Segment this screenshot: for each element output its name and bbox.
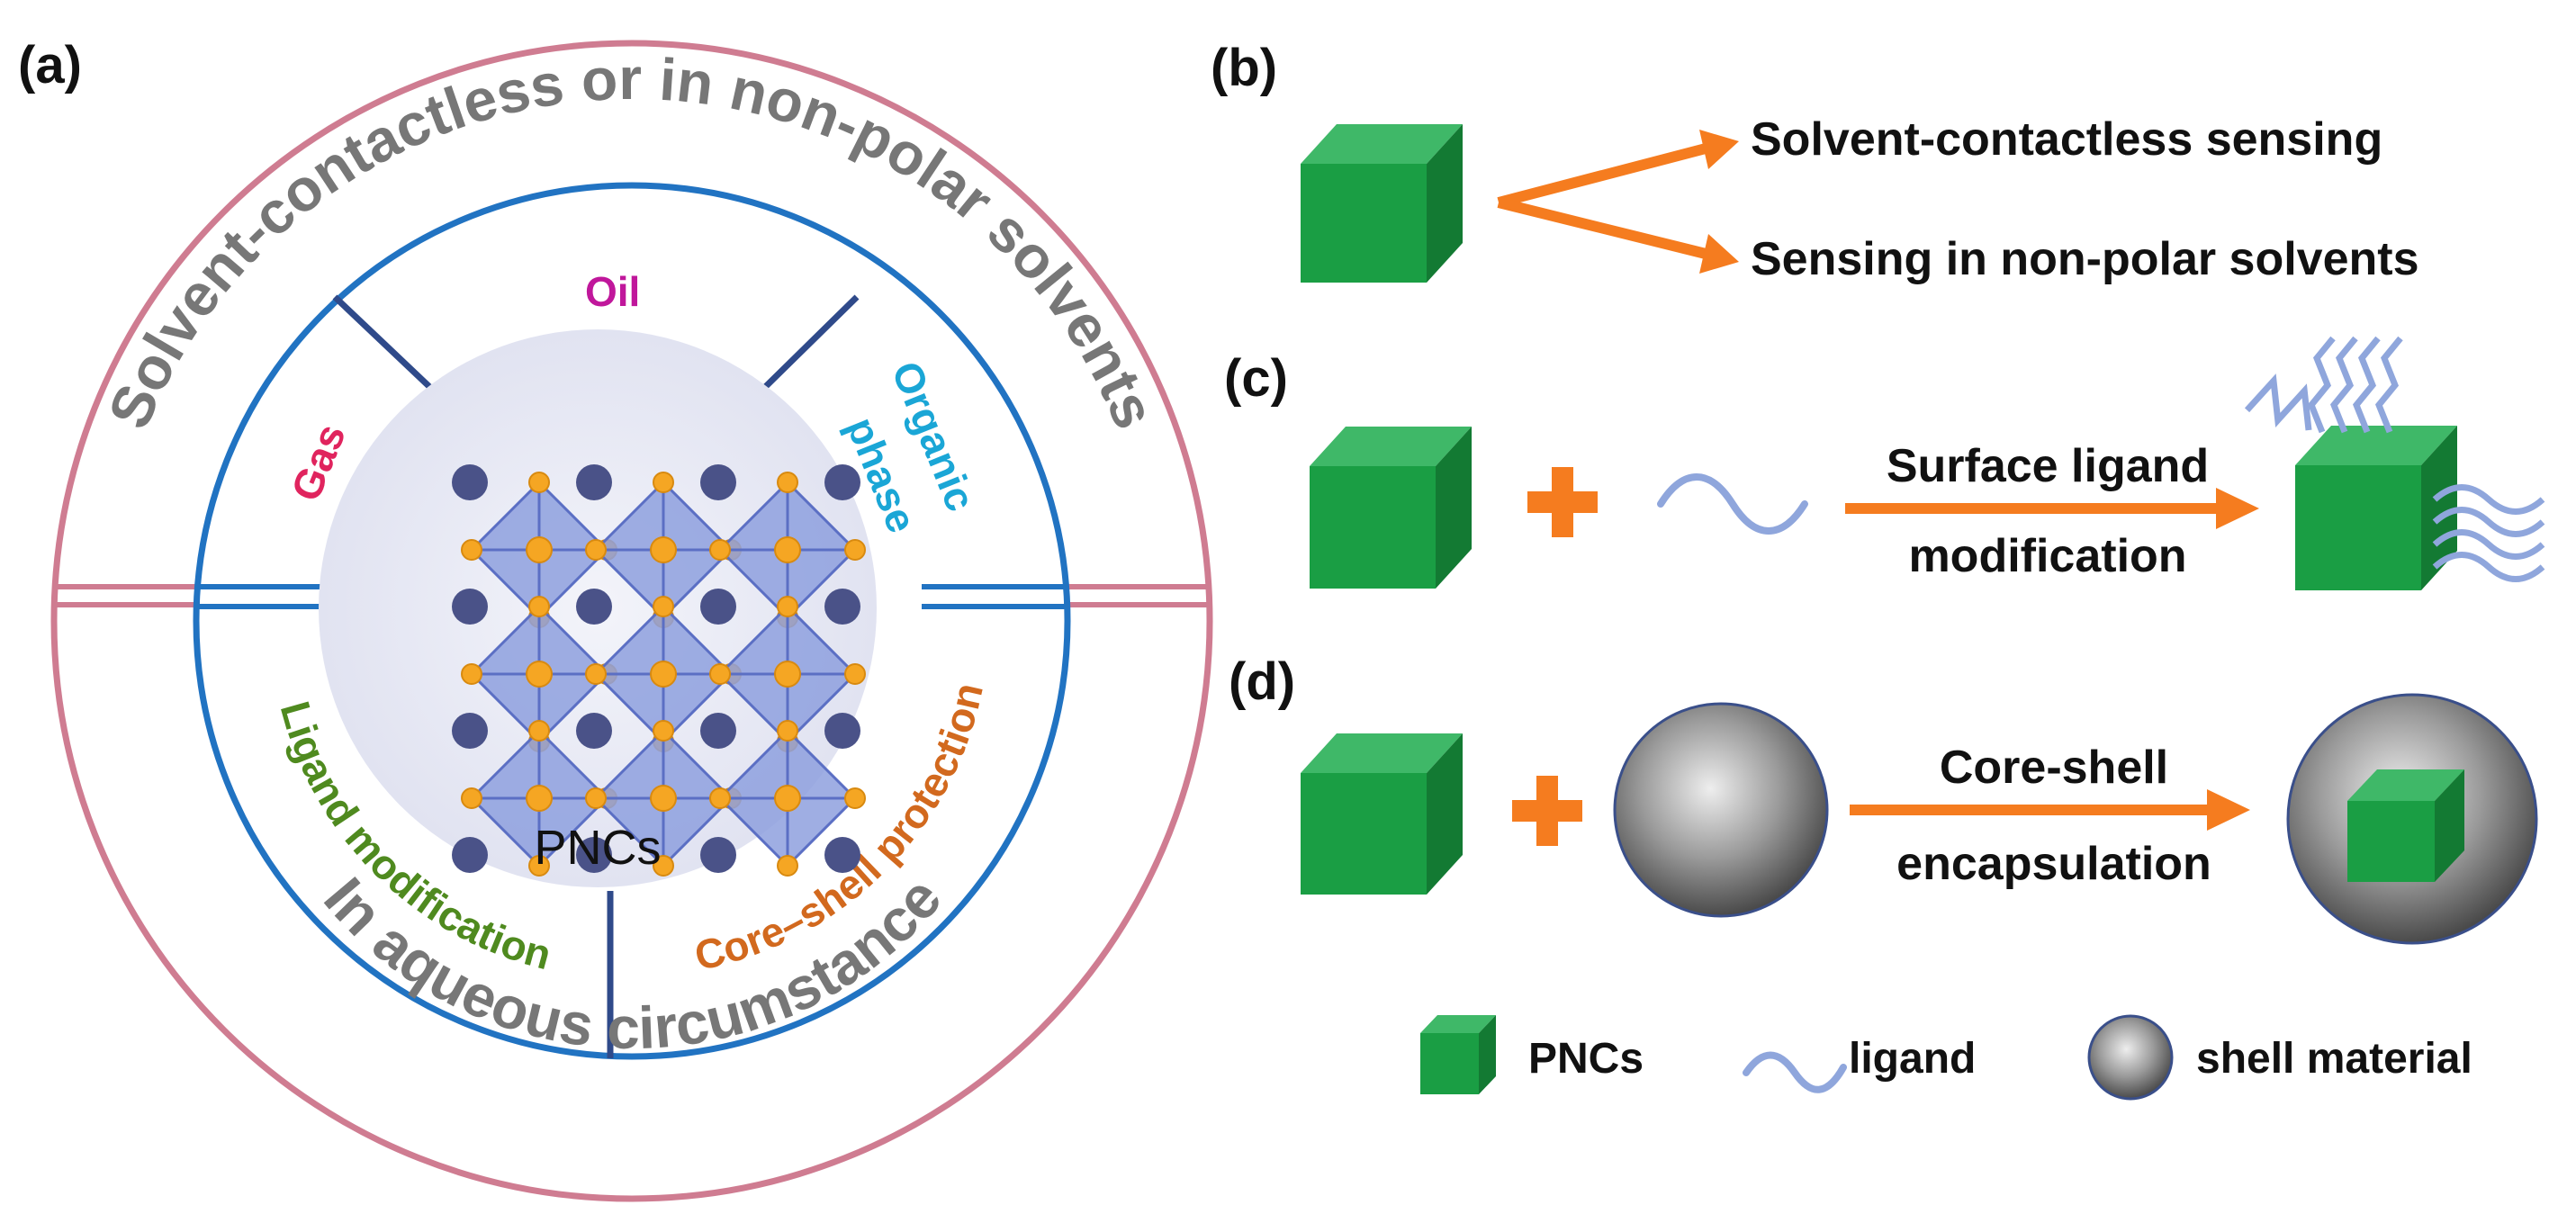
legend-cube-icon <box>1420 1015 1496 1094</box>
arrow-c <box>1845 488 2259 529</box>
a-site-atom <box>700 464 736 500</box>
pncs-cube-c <box>1310 427 1472 589</box>
spoke-right <box>753 294 860 399</box>
inner-ring <box>193 182 1071 1060</box>
a-site-atom <box>824 589 860 625</box>
arrow-d <box>1850 789 2250 831</box>
panel-c: (c) Surface ligand modification <box>1224 336 2545 590</box>
b-site-atom <box>526 536 553 563</box>
a-site-atom <box>452 464 488 500</box>
pncs-cube-d <box>1301 733 1463 895</box>
legend-ligand-icon <box>1743 1051 1847 1093</box>
ligand-wave-icon <box>1657 473 1808 535</box>
a-site-atom <box>452 589 488 625</box>
a-site-atom <box>700 837 736 873</box>
a-site-atom <box>576 713 612 749</box>
outer-divider <box>56 584 1208 607</box>
c-arrow-text-2: modification <box>1908 530 2186 582</box>
pncs-cube-b <box>1301 124 1463 283</box>
ligand-chains-side-group <box>2432 484 2545 582</box>
x-site-atom <box>844 663 866 685</box>
a-site-atom <box>824 713 860 749</box>
a-site-atom <box>824 464 860 500</box>
x-site-atom <box>709 787 731 809</box>
a-site-atom <box>700 713 736 749</box>
legend-ligand-label: ligand <box>1849 1035 1976 1083</box>
a-site-atom <box>576 589 612 625</box>
legend: PNCs ligand shell material <box>1420 1014 2472 1101</box>
a-site-atom <box>824 837 860 873</box>
plus-icon-c <box>1527 467 1598 537</box>
legend-shell-label: shell material <box>2196 1035 2472 1083</box>
x-site-atom <box>777 472 798 493</box>
x-site-atom <box>777 855 798 877</box>
x-site-atom <box>461 663 482 685</box>
core-shell-particle <box>2286 693 2538 945</box>
x-site-atom <box>777 596 798 617</box>
a-site-atom <box>700 589 736 625</box>
x-site-atom <box>844 787 866 809</box>
x-site-atom <box>653 472 674 493</box>
segment-oil: Oil <box>585 268 640 315</box>
d-arrow-text-2: encapsulation <box>1896 838 2211 890</box>
panel-a-label: (a) <box>18 36 82 94</box>
a-site-atom <box>452 713 488 749</box>
outer-ring <box>50 40 1213 1202</box>
x-site-atom <box>653 596 674 617</box>
x-site-atom <box>844 539 866 561</box>
b-site-atom <box>774 785 801 812</box>
d-arrow-text-1: Core-shell <box>1940 742 2168 794</box>
inner-divider <box>196 584 1067 609</box>
panel-d-label: (d) <box>1229 652 1295 711</box>
x-site-atom <box>777 720 798 742</box>
panel-c-label: (c) <box>1224 349 1288 408</box>
b-site-atom <box>650 661 677 688</box>
x-site-atom <box>461 539 482 561</box>
shell-sphere-icon <box>1613 702 1829 918</box>
b-site-atom <box>774 536 801 563</box>
x-site-atom <box>528 855 550 877</box>
ligand-modified-cube <box>2244 336 2545 590</box>
panel-b: (b) Solvent-contactless sensing Sensing … <box>1211 39 2419 285</box>
x-site-atom <box>528 596 550 617</box>
legend-shell-icon <box>2087 1014 2174 1101</box>
b-site-atom <box>526 661 553 688</box>
panel-a: (a) Solvent-contactless or in non-polar … <box>18 36 1213 1202</box>
b-arrow-top-text: Solvent-contactless sensing <box>1751 113 2382 166</box>
ligand-chains-top-group <box>2307 336 2403 434</box>
b-site-atom <box>650 536 677 563</box>
pncs-center-label: PNCs <box>534 821 661 875</box>
x-site-atom <box>653 720 674 742</box>
a-site-atom <box>576 837 612 873</box>
a-site-atom <box>452 837 488 873</box>
perovskite-lattice <box>452 464 866 877</box>
x-site-atom <box>528 720 550 742</box>
b-arrow-bottom-text: Sensing in non-polar solvents <box>1751 233 2419 285</box>
a-site-atom <box>576 464 612 500</box>
x-site-atom <box>709 663 731 685</box>
spoke-left <box>332 294 442 399</box>
panel-b-label: (b) <box>1211 39 1277 97</box>
x-site-atom <box>528 472 550 493</box>
plus-icon-d <box>1512 776 1582 846</box>
panel-d: (d) Core-shell encapsulation <box>1229 652 2538 945</box>
x-site-atom <box>709 539 731 561</box>
b-site-atom <box>774 661 801 688</box>
b-site-atom <box>526 785 553 812</box>
b-site-atom <box>650 785 677 812</box>
c-arrow-text-1: Surface ligand <box>1887 440 2209 492</box>
split-arrow <box>1497 130 1739 274</box>
x-site-atom <box>585 539 607 561</box>
x-site-atom <box>585 663 607 685</box>
x-site-atom <box>461 787 482 809</box>
ligand-chains-top <box>2244 373 2312 431</box>
x-site-atom <box>653 855 674 877</box>
legend-pncs-label: PNCs <box>1528 1035 1644 1083</box>
x-site-atom <box>585 787 607 809</box>
